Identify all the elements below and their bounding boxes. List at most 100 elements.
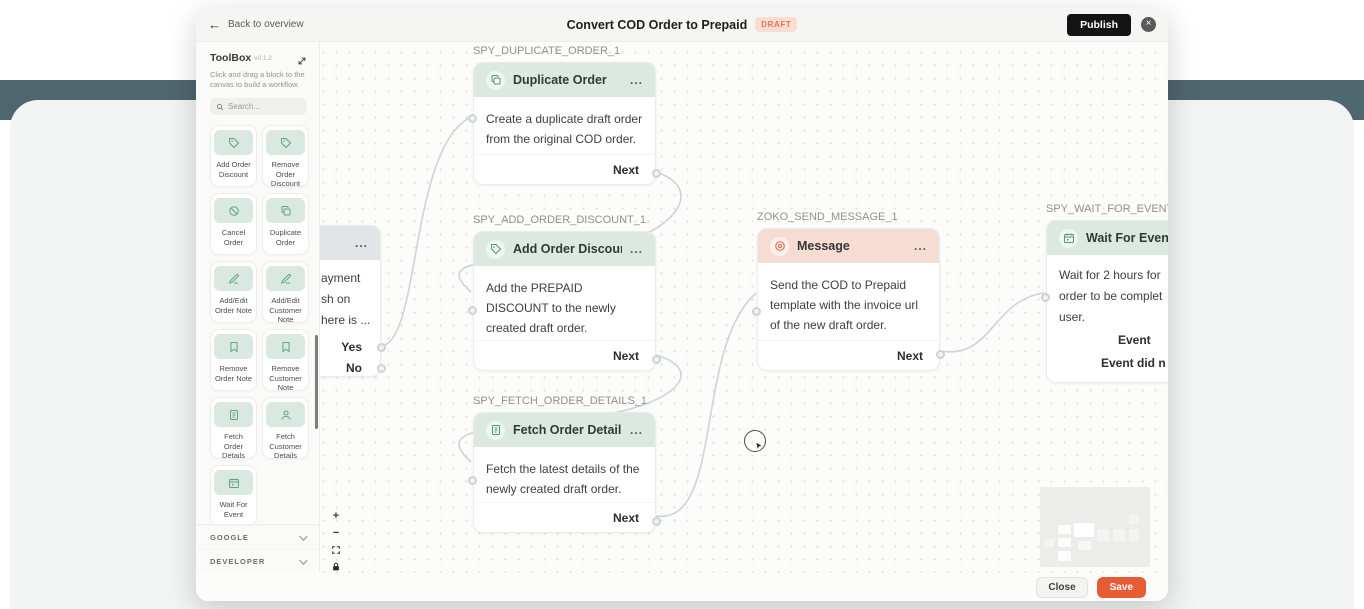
toolbox-item-remove-customer-note[interactable]: Remove Customer Note: [262, 329, 309, 392]
output-event: Event: [1118, 333, 1151, 347]
bookmark-icon: [266, 334, 305, 359]
copy-icon: [486, 70, 505, 90]
tag-icon: [214, 130, 253, 155]
cursor-icon: [754, 440, 764, 452]
toolbox-item-add-order-discount[interactable]: Add Order Discount: [210, 125, 257, 187]
bookmark-icon: [214, 334, 253, 359]
input-port[interactable]: [752, 307, 761, 316]
editor-header: ← Back to overview Convert COD Order to …: [196, 8, 1168, 42]
node-fetch-order-details[interactable]: SPY_FETCH_ORDER_DETAILS_1 Fetch Order De…: [468, 395, 661, 533]
person-icon: [266, 402, 305, 427]
doc-icon: [486, 420, 505, 440]
toolbox-item-add-edit-customer-note[interactable]: Add/Edit Customer Note: [262, 261, 309, 324]
node-menu-button[interactable]: ...: [354, 235, 368, 250]
title-group: Convert COD Order to Prepaid DRAFT: [196, 17, 1168, 32]
toolbox-item-cancel-order[interactable]: Cancel Order: [210, 193, 257, 255]
output-no: No: [346, 361, 362, 375]
calendar-icon: [214, 470, 253, 495]
toolbox-scrollbar[interactable]: [315, 335, 318, 429]
input-port[interactable]: [1041, 293, 1050, 302]
canvas-controls: + −: [329, 509, 343, 573]
toolbox-item-add-edit-order-note[interactable]: Add/Edit Order Note: [210, 261, 257, 323]
connection-wire: [380, 116, 472, 347]
search-input[interactable]: [228, 102, 301, 111]
minimap[interactable]: [1040, 487, 1150, 567]
close-button[interactable]: Close: [1036, 576, 1088, 598]
node-title: Message: [797, 239, 850, 253]
node-id-label: ZOKO_SEND_MESSAGE_1: [757, 211, 898, 223]
connection-wire: [655, 292, 757, 517]
calendar-icon: [1059, 228, 1078, 248]
node-duplicate-order[interactable]: SPY_DUPLICATE_ORDER_1 Duplicate Order ..…: [468, 45, 661, 185]
close-icon[interactable]: ×: [1141, 17, 1156, 32]
note-icon: [266, 266, 305, 291]
node-title: Duplicate Order: [513, 73, 607, 87]
zoom-in-button[interactable]: +: [329, 509, 343, 523]
search-icon: [216, 103, 224, 111]
input-port[interactable]: [468, 114, 477, 123]
node-body: Add the PREPAID DISCOUNT to the newly cr…: [486, 281, 616, 335]
node-id-label: SPY_DUPLICATE_ORDER_1: [473, 45, 621, 57]
lock-icon[interactable]: [329, 560, 343, 573]
zoom-out-button[interactable]: −: [329, 526, 343, 540]
output-yes: Yes: [341, 340, 362, 354]
toolbox-item-fetch-order-details[interactable]: Fetch Order Details: [210, 397, 257, 460]
next-output: Next: [474, 154, 655, 184]
node-menu-button[interactable]: ...: [913, 238, 927, 253]
toolbox-item-wait-for-event[interactable]: Wait For Event: [210, 465, 257, 524]
node-body: Create a duplicate draft order from the …: [486, 112, 643, 146]
cursor-indicator: [744, 430, 766, 452]
output-event-did-not-happen: Event did n: [1101, 356, 1166, 370]
expand-icon[interactable]: [297, 53, 307, 63]
node-id-label: SPY_WAIT_FOR_EVENT: [1046, 203, 1168, 215]
section-google[interactable]: GOOGLE: [196, 525, 319, 549]
status-badge: DRAFT: [755, 17, 798, 32]
node-title: Fetch Order Details: [513, 423, 622, 437]
publish-button[interactable]: Publish: [1067, 13, 1131, 36]
node-menu-button[interactable]: ...: [629, 241, 643, 256]
chevron-down-icon: [299, 555, 308, 565]
output-port[interactable]: [936, 350, 945, 359]
chevron-down-icon: [299, 531, 308, 541]
node-title: Add Order Discount: [513, 242, 622, 256]
node-body: Wait for 2 hours for order to be complet…: [1059, 268, 1163, 324]
page-title: Convert COD Order to Prepaid: [566, 17, 748, 32]
editor-footer: Close Save: [196, 573, 1168, 601]
output-port[interactable]: [652, 355, 661, 364]
back-to-overview-link[interactable]: ← Back to overview: [208, 18, 304, 31]
node-add-order-discount[interactable]: SPY_ADD_ORDER_DISCOUNT_1 Add Order Disco…: [468, 214, 661, 371]
node-menu-button[interactable]: ...: [629, 422, 643, 437]
next-output: Next: [474, 340, 655, 370]
toolbox-item-fetch-customer-details[interactable]: Fetch Customer Details: [262, 397, 309, 460]
save-button[interactable]: Save: [1096, 576, 1146, 598]
workflow-canvas[interactable]: ... ayment sh on here is ... Yes No SPY_…: [196, 42, 1168, 573]
fit-view-button[interactable]: [329, 543, 343, 557]
back-arrow-icon: ←: [208, 17, 221, 32]
toolbox-item-duplicate-order[interactable]: Duplicate Order: [262, 193, 309, 255]
search-box[interactable]: [210, 98, 307, 115]
toolbox-title: ToolBox: [210, 52, 252, 64]
toolbox-panel: ToolBox v0.1.2 Click and drag a block to…: [196, 42, 320, 573]
output-port[interactable]: [377, 364, 386, 373]
toolbox-item-remove-order-discount[interactable]: Remove Order Discount: [262, 125, 309, 188]
node-id-label: SPY_ADD_ORDER_DISCOUNT_1: [473, 214, 646, 226]
note-icon: [214, 266, 253, 291]
output-port[interactable]: [652, 169, 661, 178]
node-wait-for-event[interactable]: SPY_WAIT_FOR_EVENT Wait For Event Wait f…: [1041, 203, 1168, 383]
node-message[interactable]: ZOKO_SEND_MESSAGE_1 Message ... Send the…: [752, 211, 945, 371]
toolbox-item-remove-order-note[interactable]: Remove Order Note: [210, 329, 257, 391]
back-label: Back to overview: [228, 19, 304, 30]
input-port[interactable]: [468, 476, 477, 485]
output-port[interactable]: [652, 517, 661, 526]
toolbox-version: v0.1.2: [254, 54, 272, 62]
node-id-label: SPY_FETCH_ORDER_DETAILS_1: [473, 395, 648, 407]
node-menu-button[interactable]: ...: [629, 72, 643, 87]
doc-icon: [214, 402, 253, 427]
output-port[interactable]: [377, 343, 386, 352]
node-body: Send the COD to Prepaid template with th…: [770, 278, 919, 332]
tag-icon: [266, 130, 305, 155]
section-developer[interactable]: DEVELOPER: [196, 549, 319, 573]
connection-wire: [939, 292, 1045, 353]
message-icon: [770, 236, 789, 256]
input-port[interactable]: [468, 306, 477, 315]
